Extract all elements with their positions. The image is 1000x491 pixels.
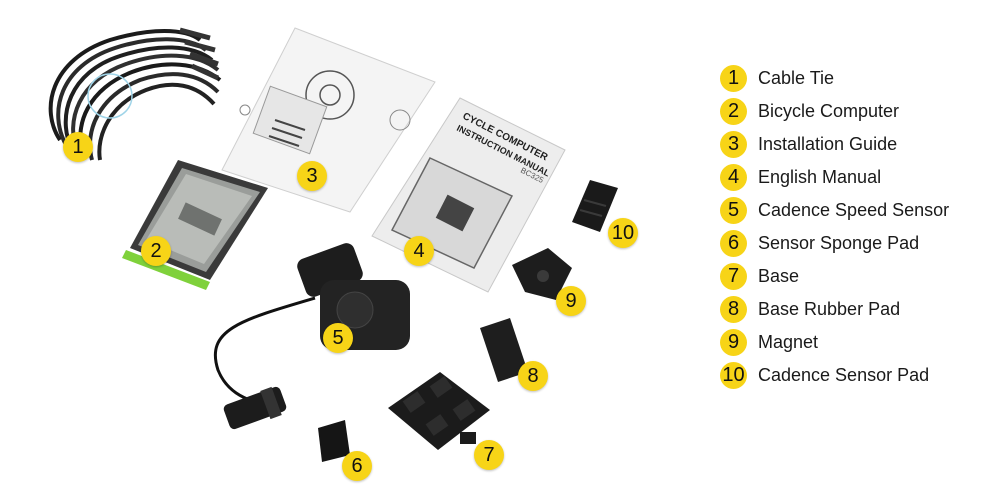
cadence-sensor-pad bbox=[572, 180, 618, 232]
legend-label: Installation Guide bbox=[758, 134, 898, 154]
legend-item-cable-tie: 1 Cable Tie bbox=[720, 62, 990, 95]
sensor-base bbox=[388, 372, 490, 450]
base-rubber-pad bbox=[480, 318, 528, 382]
legend-number: 1 bbox=[720, 65, 747, 92]
badge-base-rubber-pad: 8 bbox=[518, 361, 548, 391]
legend-number: 8 bbox=[720, 296, 747, 323]
legend-item-installation-guide: 3 Installation Guide bbox=[720, 128, 990, 161]
badge-bicycle-computer: 2 bbox=[141, 236, 171, 266]
legend-item-base: 7 Base bbox=[720, 260, 990, 293]
badge-cadence-speed-sensor: 5 bbox=[323, 323, 353, 353]
legend-item-cadence-speed-sensor: 5 Cadence Speed Sensor bbox=[720, 194, 990, 227]
legend-number: 5 bbox=[720, 197, 747, 224]
legend-label: Bicycle Computer bbox=[758, 101, 900, 121]
installation-guide bbox=[221, 27, 436, 213]
badge-english-manual: 4 bbox=[404, 236, 434, 266]
sensor-sponge-pad bbox=[318, 420, 350, 462]
legend-label: Base Rubber Pad bbox=[758, 299, 901, 319]
legend-number: 2 bbox=[720, 98, 747, 125]
legend-number: 6 bbox=[720, 230, 747, 257]
badge-magnet: 9 bbox=[556, 286, 586, 316]
legend-item-sensor-sponge-pad: 6 Sensor Sponge Pad bbox=[720, 227, 990, 260]
cadence-speed-sensor bbox=[213, 243, 410, 430]
badge-installation-guide: 3 bbox=[297, 161, 327, 191]
cable-tie-bundle bbox=[48, 27, 222, 161]
legend-number: 3 bbox=[720, 131, 747, 158]
badge-base: 7 bbox=[474, 440, 504, 470]
legend-number: 7 bbox=[720, 263, 747, 290]
badge-sensor-sponge-pad: 6 bbox=[342, 451, 372, 481]
legend-label: Cadence Speed Sensor bbox=[758, 200, 950, 220]
legend-item-base-rubber-pad: 8 Base Rubber Pad bbox=[720, 293, 990, 326]
badge-cadence-sensor-pad: 10 bbox=[608, 218, 638, 248]
legend-number: 4 bbox=[720, 164, 747, 191]
product-photo: CYCLE COMPUTER INSTRUCTION MANUAL BC325 bbox=[48, 27, 618, 462]
legend-item-english-manual: 4 English Manual bbox=[720, 161, 990, 194]
legend-label: Cadence Sensor Pad bbox=[758, 365, 930, 385]
legend-item-cadence-sensor-pad: 10 Cadence Sensor Pad bbox=[720, 359, 990, 392]
parts-legend: 1 Cable Tie 2 Bicycle Computer 3 Install… bbox=[720, 62, 990, 392]
legend-label: Magnet bbox=[758, 332, 819, 352]
legend-label: English Manual bbox=[758, 167, 882, 187]
legend-label: Sensor Sponge Pad bbox=[758, 233, 920, 253]
legend-item-magnet: 9 Magnet bbox=[720, 326, 990, 359]
badge-cable-tie: 1 bbox=[63, 132, 93, 162]
magnet bbox=[512, 248, 572, 300]
legend-label: Base bbox=[758, 266, 800, 286]
legend-label: Cable Tie bbox=[758, 68, 835, 88]
legend-number: 9 bbox=[720, 329, 747, 356]
legend-item-bicycle-computer: 2 Bicycle Computer bbox=[720, 95, 990, 128]
legend-number: 10 bbox=[720, 362, 747, 389]
bicycle-computer bbox=[122, 160, 268, 290]
